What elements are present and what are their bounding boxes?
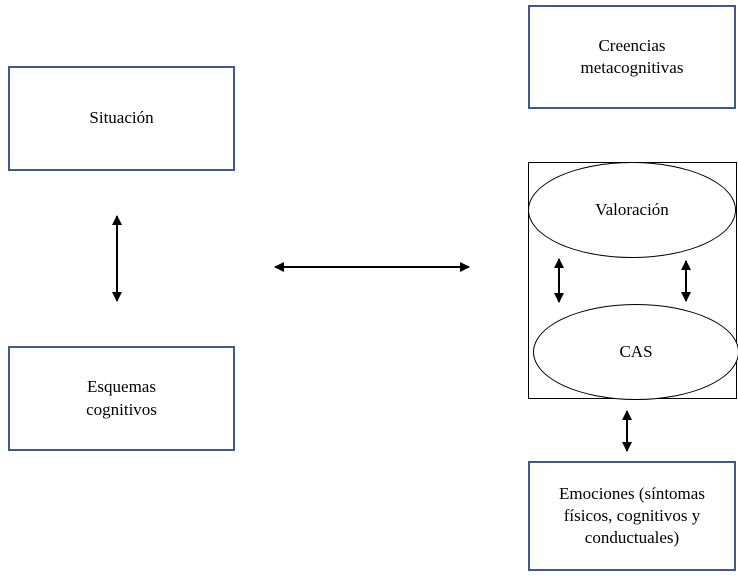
- esquemas-cognitivos-box: Esquemas cognitivos: [8, 346, 235, 451]
- situacion-box: Situación: [8, 66, 235, 171]
- situacion-label: Situación: [89, 108, 154, 128]
- creencias-metacognitivas-box: Creencias metacognitivas: [528, 5, 736, 109]
- valoracion-label: Valoración: [595, 200, 669, 219]
- cas-label: CAS: [619, 342, 653, 361]
- emociones-box: Emociones (síntomas físicos, cognitivos …: [528, 461, 736, 571]
- cas-ellipse: CAS: [533, 304, 738, 400]
- esquemas-cognitivos-label: Esquemas cognitivos: [86, 377, 157, 419]
- creencias-metacognitivas-label: Creencias metacognitivas: [580, 35, 684, 77]
- emociones-label: Emociones (síntomas físicos, cognitivos …: [559, 483, 705, 548]
- valoracion-ellipse: Valoración: [528, 162, 736, 258]
